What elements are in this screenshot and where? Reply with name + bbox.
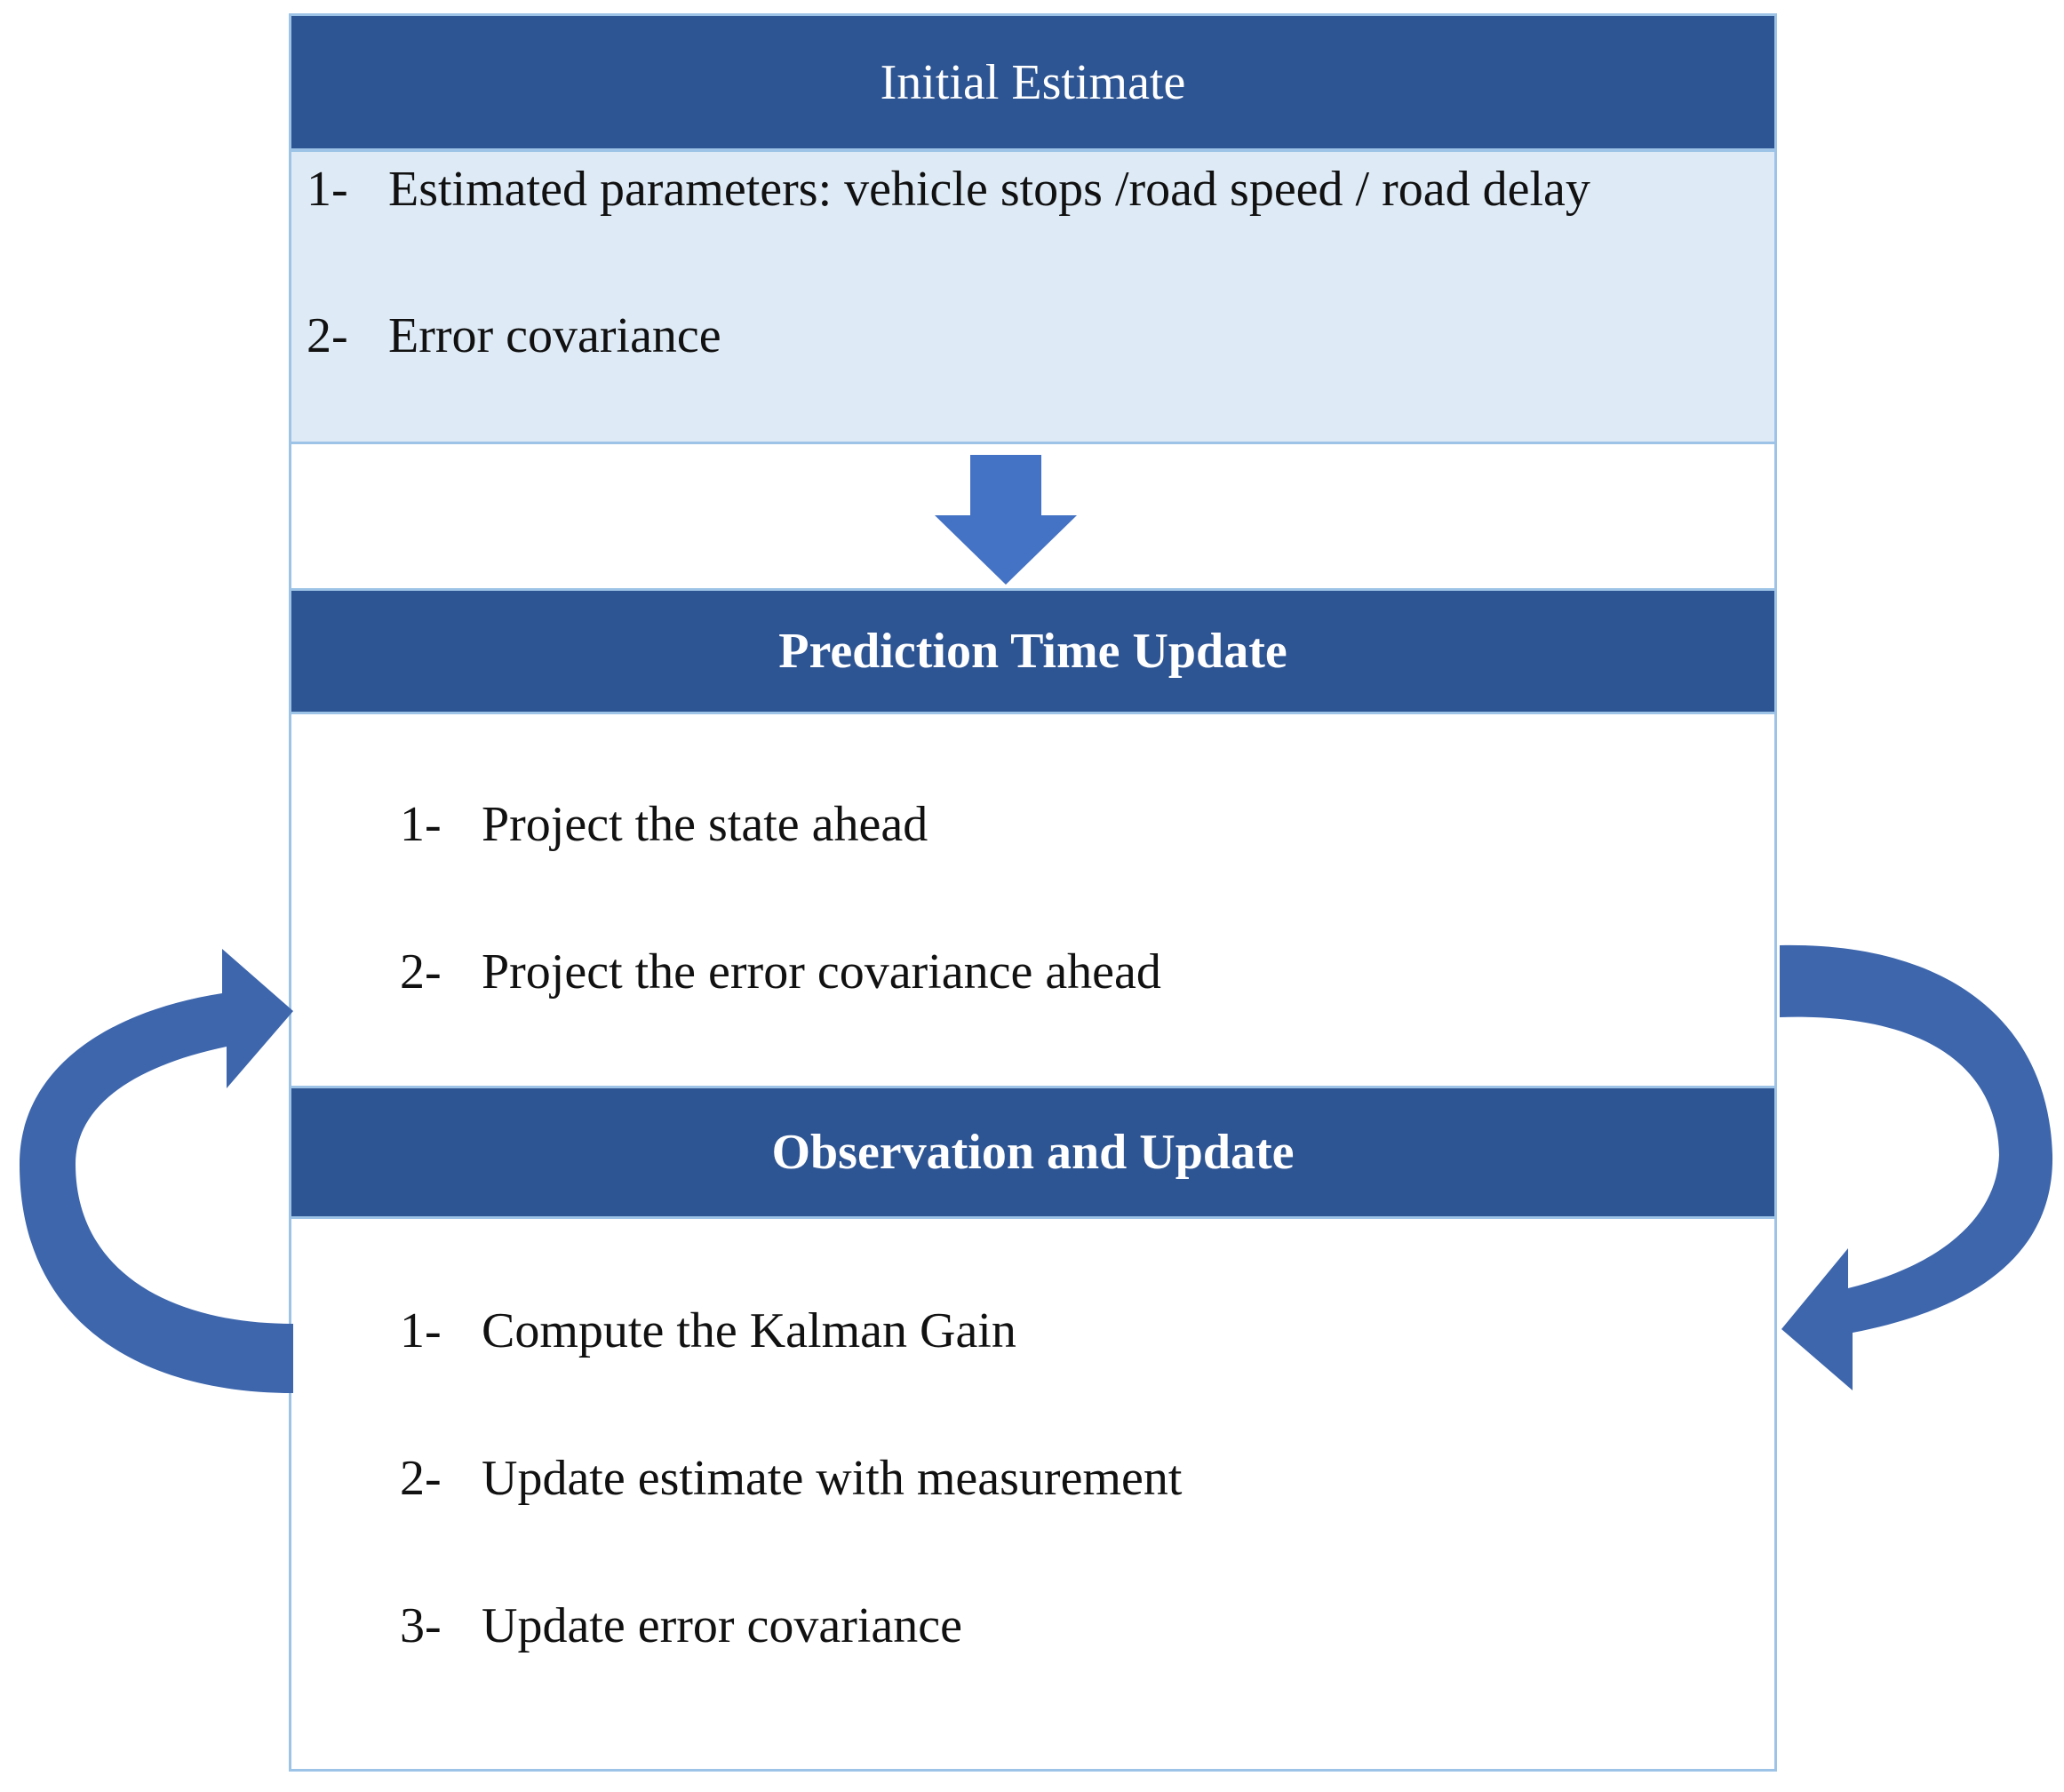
prediction-time-update-title: Prediction Time Update bbox=[778, 624, 1287, 679]
observation-item-1-text: Compute the Kalman Gain bbox=[482, 1303, 1016, 1358]
prediction-item-1-number: 1- bbox=[400, 797, 442, 852]
observation-item-3-text: Update error covariance bbox=[482, 1598, 962, 1653]
prediction-item-2-number: 2- bbox=[400, 944, 442, 1000]
left-loop-arrow-icon bbox=[20, 949, 293, 1393]
down-arrow-icon bbox=[935, 455, 1077, 585]
prediction-item-1-text: Project the state ahead bbox=[482, 797, 928, 852]
observation-item-1-number: 1- bbox=[400, 1303, 442, 1358]
prediction-time-update-header: Prediction Time Update bbox=[289, 588, 1777, 714]
observation-and-update-header: Observation and Update bbox=[289, 1086, 1777, 1219]
right-loop-arrow-icon bbox=[1780, 944, 2053, 1390]
initial-estimate-title: Initial Estimate bbox=[880, 54, 1186, 110]
observation-item-2-number: 2- bbox=[400, 1451, 442, 1506]
prediction-item-2-text: Project the error covariance ahead bbox=[482, 944, 1161, 1000]
initial-item-1-text: Estimated parameters: vehicle stops /roa… bbox=[388, 162, 1590, 217]
initial-item-2-text: Error covariance bbox=[388, 308, 721, 363]
initial-item-1-number: 1- bbox=[307, 162, 348, 217]
observation-and-update-title: Observation and Update bbox=[771, 1125, 1295, 1180]
observation-item-2-text: Update estimate with measurement bbox=[482, 1451, 1183, 1506]
initial-item-2-number: 2- bbox=[307, 308, 348, 363]
initial-estimate-body bbox=[289, 149, 1777, 444]
observation-item-3-number: 3- bbox=[400, 1598, 442, 1653]
